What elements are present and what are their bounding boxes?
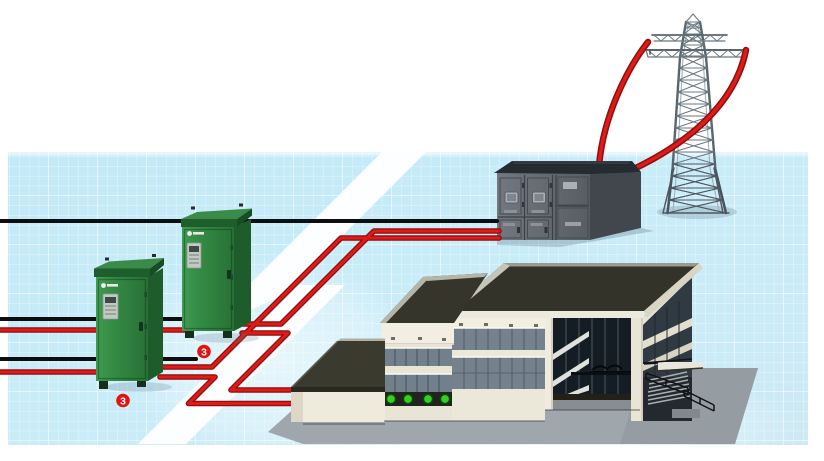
svg-text:3: 3: [201, 346, 207, 358]
svg-text:3: 3: [120, 395, 126, 407]
